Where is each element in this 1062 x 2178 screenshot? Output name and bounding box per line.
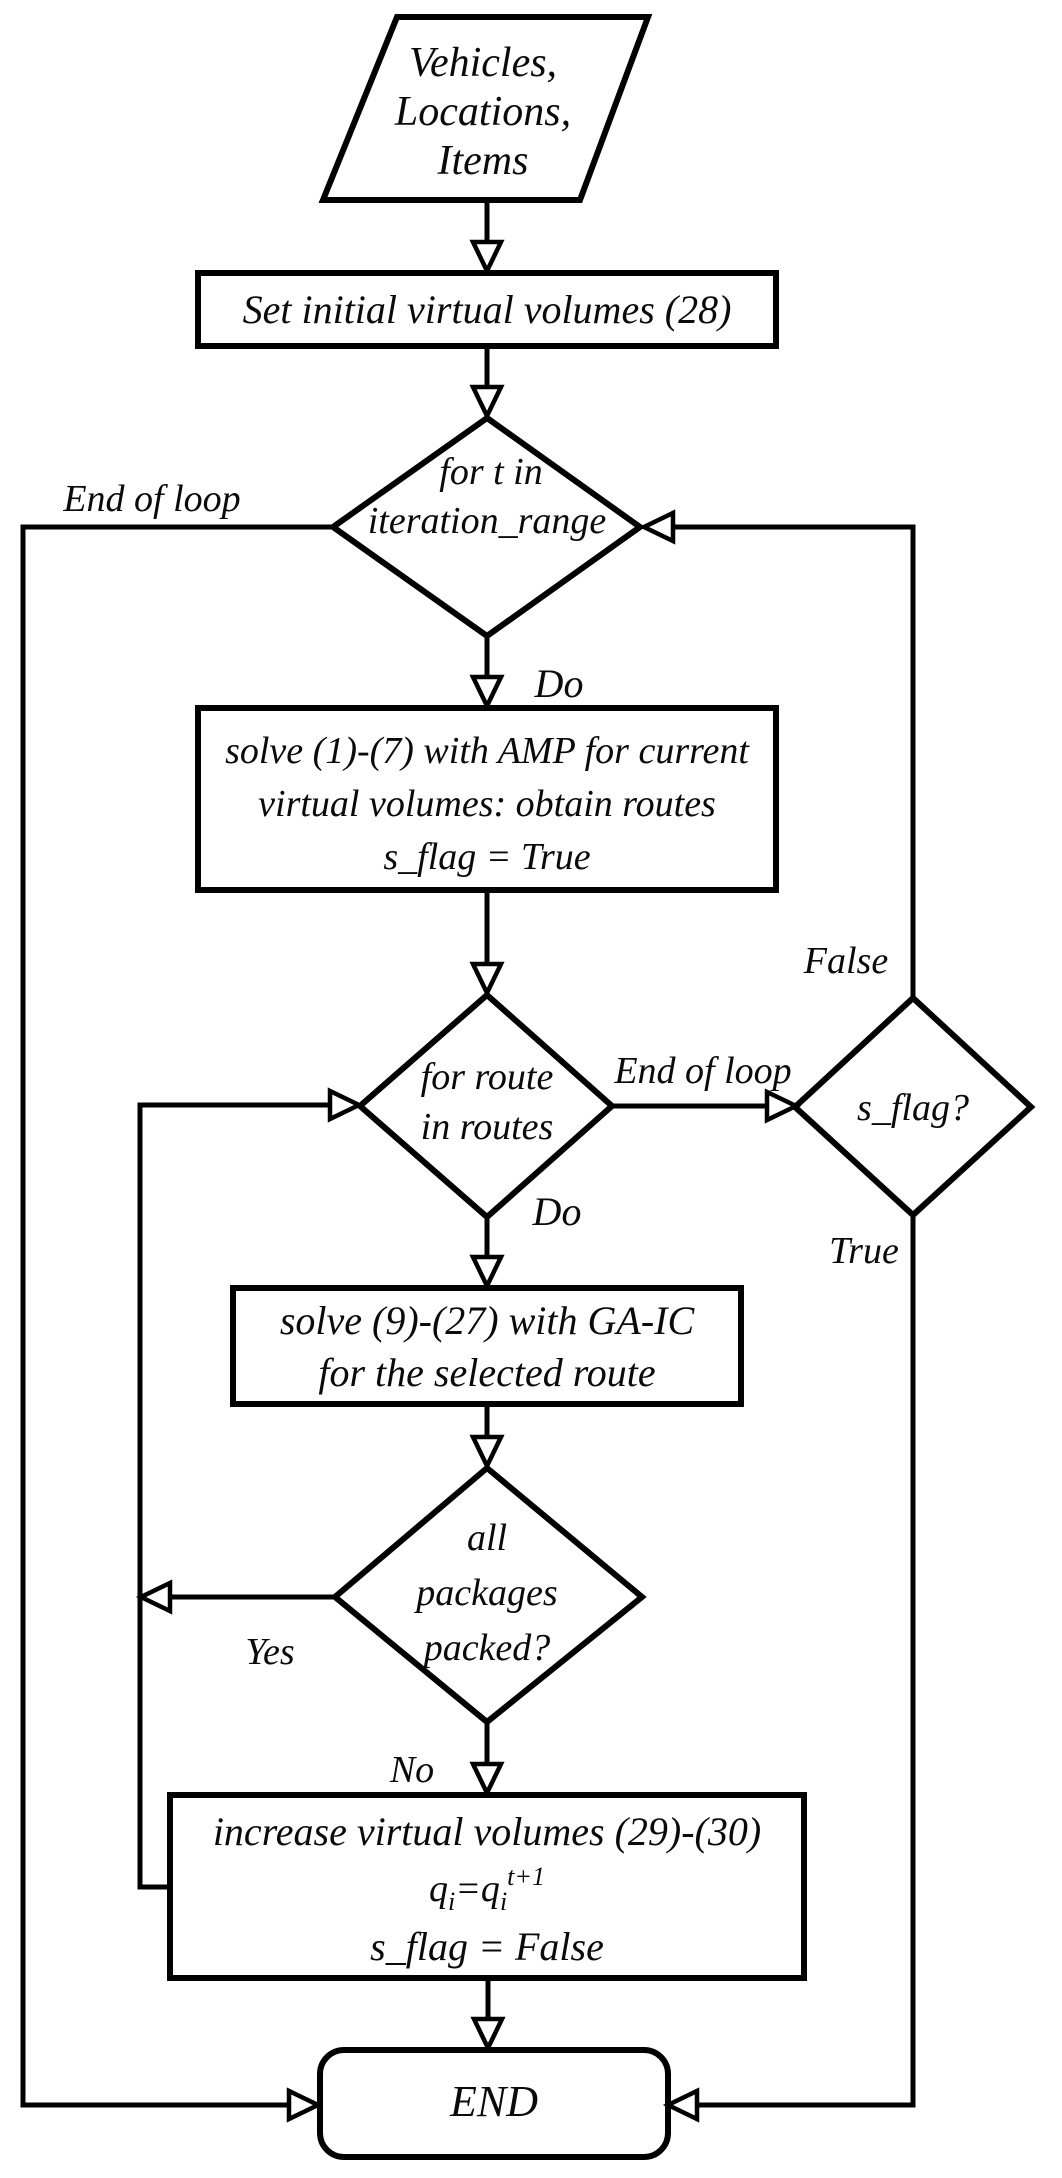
input-parallelogram: [318, 14, 653, 203]
loop-t-diamond: [327, 414, 646, 640]
arrowhead-into-init: [469, 239, 505, 277]
arrowhead-into-sflag: [764, 1088, 802, 1124]
arrowhead-yes-into-loopback: [135, 1579, 173, 1615]
sflag-node-label: s_flag?: [857, 1087, 969, 1129]
arrowhead-loopback-into-loop-route: [327, 1087, 365, 1123]
input-node-line: Vehicles,: [408, 40, 558, 86]
edge-label-end-of-loop-t: End of loop: [63, 478, 241, 520]
arrowhead-into-loop-route: [469, 961, 505, 999]
edge-label-do-t: Do: [534, 661, 584, 706]
solve-amp-node-line: solve (1)-(7) with AMP for current: [225, 730, 749, 772]
loop-route-diamond: [355, 991, 617, 1221]
formula-mid: =q: [455, 1868, 500, 1910]
packed-node-line: all: [466, 1517, 508, 1559]
edge-sflag-true-to-end: [695, 1215, 916, 2108]
packed-node-line: packed?: [423, 1627, 551, 1669]
formula-superscript: t+1: [507, 1862, 545, 1891]
edge-label-end-of-loop-route: End of loop: [614, 1050, 792, 1092]
solve-ga-process-box: [230, 1285, 744, 1407]
arrowhead-into-packed: [469, 1434, 505, 1472]
solve-ga-node-line: solve (9)-(27) with GA-IC: [279, 1298, 695, 1343]
arrowhead-into-end-top: [470, 2016, 506, 2054]
solve-ga-node-line: for the selected route: [318, 1350, 656, 1395]
solve-amp-node-line: s_flag = True: [383, 836, 591, 878]
edge-increase-loopback-to-loop-route: [137, 1102, 333, 1890]
end-node-label: END: [450, 2077, 538, 2126]
input-node-line: Items: [437, 138, 529, 184]
arrowhead-into-end-left: [286, 2087, 324, 2123]
edge-label-yes: Yes: [245, 1631, 295, 1673]
init-process-box: [195, 270, 779, 349]
arrowhead-false-into-loop-t: [638, 509, 676, 545]
input-node-line: Locations,: [394, 89, 572, 135]
edge-label-do-route: Do: [532, 1189, 582, 1234]
packed-node-line: packages: [416, 1572, 558, 1614]
edge-label-true: True: [829, 1230, 899, 1272]
edge-label-no: No: [389, 1749, 435, 1791]
arrowhead-into-loop-t: [469, 384, 505, 422]
solve-amp-process-box: [195, 705, 779, 893]
packed-decision-diamond: [330, 1464, 647, 1726]
increase-process-box: [167, 1792, 807, 1981]
arrowhead-into-solve-amp: [469, 674, 505, 712]
arrowhead-into-solve-ga: [469, 1254, 505, 1292]
arrowhead-into-increase: [469, 1761, 505, 1799]
increase-node-line: s_flag = False: [370, 1924, 604, 1969]
formula-subscript: i: [499, 1887, 508, 1916]
loop-t-node-line: iteration_range: [367, 500, 607, 542]
loop-route-node-line: in routes: [420, 1106, 554, 1148]
edge-sflag-false-to-loop-t: [673, 524, 916, 998]
loop-t-node-line: for t in: [439, 451, 543, 493]
formula-subscript: i: [448, 1887, 456, 1916]
increase-node-formula: qi=qit+1: [429, 1864, 545, 1915]
edge-label-false: False: [803, 940, 889, 982]
increase-node-line: increase virtual volumes (29)-(30): [212, 1809, 762, 1854]
sflag-decision-diamond: [790, 993, 1036, 1220]
init-node-label: Set initial virtual volumes (28): [242, 287, 732, 332]
arrowhead-true-into-end-right: [662, 2087, 700, 2123]
edge-loop-t-endofloop-to-end: [20, 524, 333, 2108]
loop-route-node-line: for route: [420, 1056, 554, 1098]
solve-amp-node-line: virtual volumes: obtain routes: [258, 783, 716, 825]
formula-base: q: [429, 1868, 449, 1910]
